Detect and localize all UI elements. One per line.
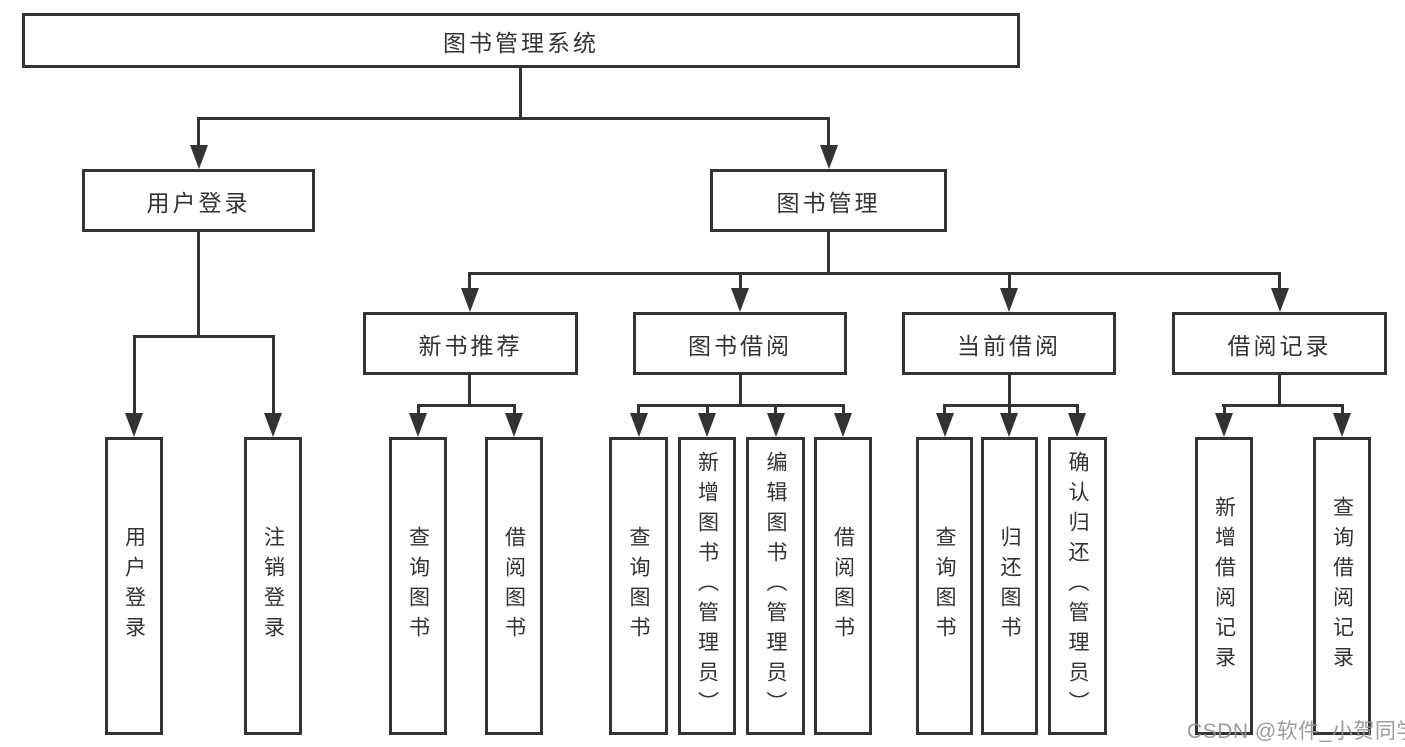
arrow-down-icon [630,413,648,437]
connector-drop [706,404,709,416]
connector-drop [1008,404,1011,416]
leaf-label: 用户登录 [122,526,146,646]
connector-book-management-bar [468,272,1281,275]
csdn-watermark: CSDN @软件_小贺同学 [1187,720,1405,743]
arrow-down-icon [461,288,479,312]
leaf-query-books-recommend: 查询图书 [389,437,447,735]
node-book-borrow: 图书借阅 [633,312,847,375]
leaf-logout: 注销登录 [244,437,302,735]
arrow-down-icon [1000,288,1018,312]
leaf-label: 归还图书 [998,526,1021,646]
connector-drop [1223,404,1226,416]
leaf-query-books-current: 查询图书 [916,437,973,735]
node-label: 借阅记录 [1227,332,1332,359]
node-current-borrow: 当前借阅 [902,312,1116,375]
connector-drop-book-borrow [739,272,742,291]
connector-user-login-bar [133,335,275,338]
arrow-down-icon [264,413,282,437]
connector-drop [513,404,516,416]
connector-drop [774,404,777,416]
leaf-label: 确认归还（管理员） [1066,451,1089,721]
arrow-down-icon [936,413,954,437]
node-book-management: 图书管理 [710,169,947,232]
connector-current-borrow-trunk [1008,374,1011,407]
node-label: 图书借阅 [688,332,792,359]
arrow-down-icon [125,413,143,437]
connector-drop-new-book [468,272,471,291]
leaf-label: 借阅图书 [831,526,855,646]
arrow-down-icon [1333,413,1351,437]
arrow-down-icon [834,413,852,437]
leaf-edit-book-admin: 编辑图书（管理员） [746,437,805,735]
leaf-label: 查询图书 [933,526,956,646]
connector-drop [1341,404,1344,416]
arrow-down-icon [505,413,523,437]
node-user-login: 用户登录 [82,169,315,232]
connector-book-management-trunk [827,231,830,275]
node-label: 新书推荐 [418,332,523,359]
node-label: 图书管理系统 [443,29,599,56]
connector-drop [637,404,640,416]
leaf-label: 新增图书（管理员） [695,451,719,721]
node-label: 当前借阅 [957,332,1061,359]
connector-user-login-trunk [197,231,200,338]
leaf-confirm-return-admin: 确认归还（管理员） [1048,437,1107,735]
arrow-down-icon [409,413,427,437]
leaf-label: 查询借阅记录 [1330,496,1354,676]
node-borrow-records: 借阅记录 [1172,312,1387,375]
node-label: 用户登录 [146,189,251,216]
connector-root-trunk [519,68,522,120]
leaf-borrow-books-recommend: 借阅图书 [485,437,543,735]
arrow-down-icon [1068,413,1086,437]
connector-new-book-trunk [468,374,471,407]
leaf-label: 借阅图书 [502,526,526,646]
connector-drop-user-login [197,117,200,148]
connector-drop-leaf-logout [272,335,275,415]
connector-current-borrow-bar [943,404,1079,407]
connector-drop [842,404,845,416]
leaf-query-borrow-record: 查询借阅记录 [1313,437,1371,735]
leaf-return-book: 归还图书 [981,437,1038,735]
arrow-down-icon [767,413,785,437]
connector-drop [1076,404,1079,416]
arrow-down-icon [1271,288,1289,312]
connector-drop-current-borrow [1008,272,1011,291]
arrow-down-icon [1000,413,1018,437]
connector-drop-leaf-user-login [133,335,136,415]
leaf-user-login: 用户登录 [105,437,163,735]
leaf-add-borrow-record: 新增借阅记录 [1195,437,1253,735]
connector-book-borrow-trunk [739,374,742,407]
leaf-label: 查询图书 [627,526,650,646]
node-label: 图书管理 [776,189,881,216]
leaf-label: 编辑图书（管理员） [764,451,787,721]
leaf-label: 注销登录 [261,526,285,646]
arrow-down-icon [731,288,749,312]
leaf-label: 查询图书 [406,526,430,646]
connector-drop-book-management [827,117,830,148]
connector-root-bar [197,117,830,120]
connector-drop [943,404,946,416]
node-library-management-system: 图书管理系统 [22,13,1020,68]
leaf-query-books-borrow: 查询图书 [609,437,668,735]
connector-borrow-records-bar [1222,404,1344,407]
arrow-down-icon [1215,413,1233,437]
leaf-borrow-books: 借阅图书 [814,437,872,735]
node-new-book-recommend: 新书推荐 [363,312,578,375]
leaf-add-book-admin: 新增图书（管理员） [678,437,736,735]
leaf-label: 新增借阅记录 [1212,496,1236,676]
arrow-down-icon [698,413,716,437]
connector-book-borrow-bar [637,404,845,407]
connector-borrow-records-trunk [1278,374,1281,407]
arrow-down-icon [190,145,208,169]
connector-drop [417,404,420,416]
connector-drop-borrow-records [1278,272,1281,291]
connector-new-book-bar [417,404,516,407]
arrow-down-icon [820,145,838,169]
